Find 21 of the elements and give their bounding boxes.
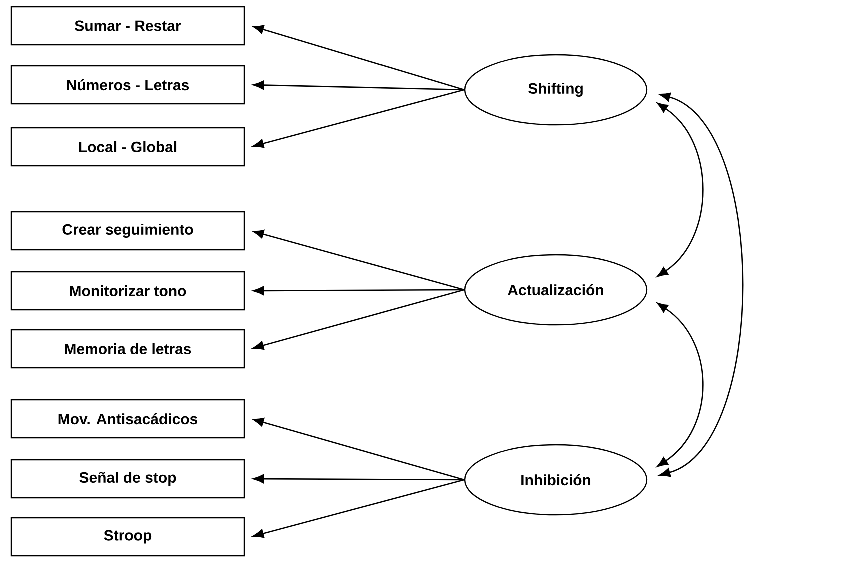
indicator-box: Sumar - Restar — [10, 6, 246, 46]
arrow — [252, 479, 465, 538]
indicator-box: Stroop — [10, 517, 246, 557]
arrow — [253, 80, 464, 91]
indicator-box: Memoria de letras — [10, 329, 246, 369]
arrow — [252, 230, 465, 291]
arrow — [253, 286, 464, 296]
arrow — [252, 25, 465, 91]
correlation-arrow — [657, 302, 704, 468]
arrow — [252, 289, 465, 350]
correlation-arrow — [659, 92, 744, 478]
arrow — [252, 89, 465, 148]
indicator-box: Local - Global — [10, 127, 246, 167]
indicator-box: Mov. Antisacádicos — [10, 399, 246, 439]
indicator-box: Monitorizar tono — [10, 271, 246, 311]
indicator-box: Crear seguimiento — [10, 211, 246, 251]
arrow — [252, 418, 465, 481]
indicator-box: Números - Letras — [10, 65, 246, 105]
correlation-arrow — [657, 102, 704, 278]
indicator-box: Señal de stop — [10, 459, 246, 499]
arrow — [253, 474, 464, 484]
